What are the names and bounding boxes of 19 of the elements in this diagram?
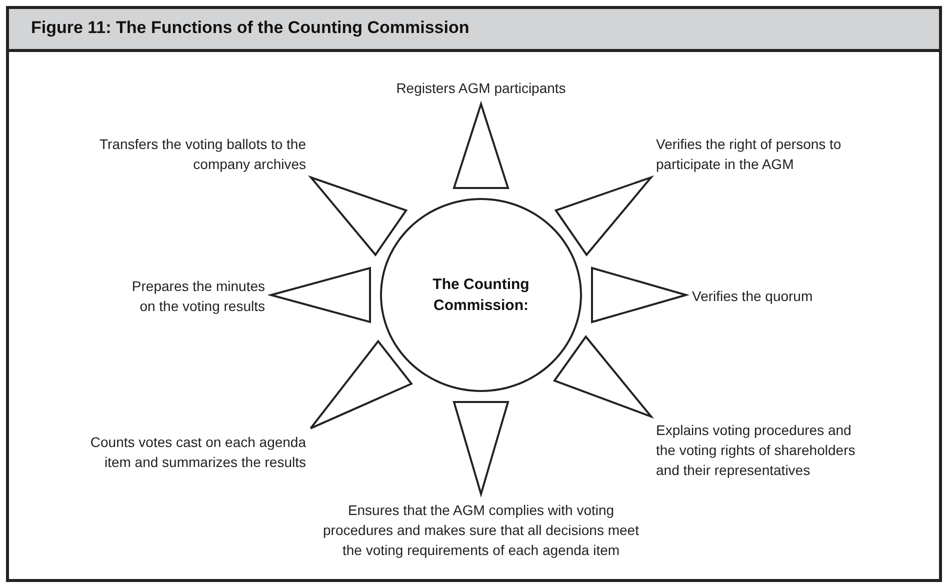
function-text: Counts votes cast on each agenda item and summarizes the results xyxy=(72,432,306,472)
function-text: Prepares the minutes on the voting results xyxy=(120,276,265,316)
center-circle xyxy=(380,198,582,392)
triangle-arrow xyxy=(453,401,509,495)
triangle-arrow xyxy=(453,103,509,189)
function-text: Registers AGM participants xyxy=(371,78,591,98)
function-text: Verifies the quorum xyxy=(692,286,852,306)
center-label: The Counting Commission: xyxy=(432,275,530,316)
figure-title: Figure 11: The Functions of the Counting Commission xyxy=(31,18,470,38)
function-text: Verifies the right of persons to participate in the AGM xyxy=(656,134,888,174)
triangle-arrow xyxy=(553,336,652,418)
triangle-arrow xyxy=(591,267,687,323)
function-text: Explains voting procedures and the voting rights of shareholders and their representatives xyxy=(656,420,862,480)
triangle-arrow xyxy=(310,340,412,430)
function-text: Transfers the voting ballots to the company archives xyxy=(54,134,306,174)
triangle-arrow xyxy=(554,176,652,256)
triangle-arrow xyxy=(310,176,408,256)
triangle-arrow xyxy=(270,267,371,323)
function-text: Ensures that the AGM complies with voting procedures and makes sure that all decisions meet the voting requirements of each agenda item xyxy=(318,500,644,560)
